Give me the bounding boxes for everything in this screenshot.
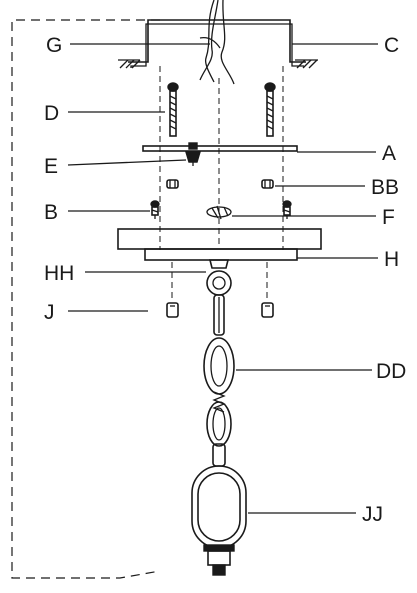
supply-wires [199,0,235,85]
fixture-loop [191,465,247,576]
hex-nut-right [261,179,274,189]
canopy-screw-right [282,200,292,219]
canopy-screw-left [150,200,160,219]
label-E: E [44,155,58,178]
label-A: A [382,142,396,165]
ground-screw [185,142,201,166]
leader-lines [67,43,378,514]
label-F: F [382,206,395,229]
assembly-guide-line [11,19,161,579]
wire-connector [206,205,232,220]
mounting-strap [142,145,298,152]
screw-right [264,82,276,137]
label-C: C [384,34,399,57]
canopy-ring [206,259,232,296]
outlet-box [128,19,306,68]
label-HH: HH [44,262,74,285]
screw-left [167,82,179,137]
decorative-collar-left [166,302,179,318]
decorative-collar-right [261,302,274,318]
label-J: J [44,301,55,324]
label-D: D [44,102,59,125]
label-DD: DD [376,360,406,383]
label-B: B [44,201,58,224]
chain [203,294,235,467]
label-JJ: JJ [362,503,383,526]
label-G: G [46,34,62,57]
hex-nut-left [166,179,179,189]
label-BB: BB [371,176,399,199]
label-H: H [384,248,399,271]
